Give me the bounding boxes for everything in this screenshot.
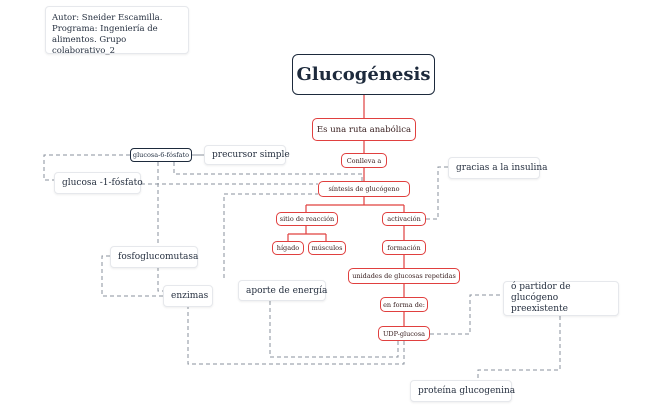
- node-higado[interactable]: hígado: [272, 241, 304, 255]
- node-sitio-reaccion[interactable]: sitio de reacción: [276, 212, 338, 226]
- node-anabolic-route[interactable]: Es una ruta anabólica: [312, 118, 416, 141]
- author-line-1: Autor: Sneider Escamilla.: [52, 13, 163, 23]
- link-g6p-enzimas: [157, 162, 163, 292]
- link-activacion-insulina: [426, 166, 448, 220]
- link-partidor-proteina: [477, 316, 561, 380]
- node-glucosa-1-fosfato[interactable]: glucosa -1-fósfato: [54, 172, 143, 194]
- node-udp-glucosa[interactable]: UDP-glucosa: [378, 326, 430, 341]
- author-note: Autor: Sneider Escamilla. Programa: Inge…: [45, 6, 189, 56]
- link-enzimas-fosfo: [101, 255, 163, 297]
- author-line-2: Programa: Ingeniería de: [52, 24, 158, 34]
- link-g6p-sintesis: [173, 162, 363, 181]
- author-line-3: alimentos. Grupo colaborativo_2: [52, 35, 127, 56]
- node-formacion[interactable]: formación: [382, 240, 426, 255]
- node-glucosa-6-fosfato[interactable]: glucosa-6-fósfato: [130, 148, 192, 162]
- node-partidor-glucogeno[interactable]: ó partidor de glucógeno preexistente: [503, 281, 619, 316]
- node-proteina-glucogenina[interactable]: proteína glucogenina: [410, 380, 515, 402]
- node-fosfoglucomutasa[interactable]: fosfoglucomutasa: [110, 246, 198, 268]
- node-conlleva[interactable]: Conlleva a: [341, 153, 387, 168]
- link-aporte-sintesis: [223, 193, 318, 278]
- node-enzimas[interactable]: enzimas: [163, 285, 213, 307]
- node-insulina[interactable]: gracias a la insulina: [448, 157, 548, 179]
- node-musculos[interactable]: músculos: [308, 241, 346, 255]
- map-title[interactable]: Glucogénesis: [292, 54, 435, 95]
- link-sintesis-branches: [305, 197, 405, 212]
- link-sitio-organs: [287, 226, 327, 241]
- link-udp-aporte: [269, 301, 399, 358]
- node-en-forma-de[interactable]: en forma de:: [380, 297, 428, 312]
- node-activacion[interactable]: activación: [382, 212, 426, 226]
- link-udp-enzimas: [187, 307, 405, 365]
- node-sintesis-glucogeno[interactable]: síntesis de glucógeno: [318, 181, 410, 197]
- node-aporte-energia[interactable]: aporte de energía: [238, 280, 327, 301]
- link-g6p-g1p: [43, 154, 130, 181]
- link-udp-partidor: [430, 294, 503, 335]
- node-unidades-glucosas[interactable]: unidades de glucosas repetidas: [348, 268, 460, 284]
- node-precursor-simple[interactable]: precursor simple: [204, 145, 290, 165]
